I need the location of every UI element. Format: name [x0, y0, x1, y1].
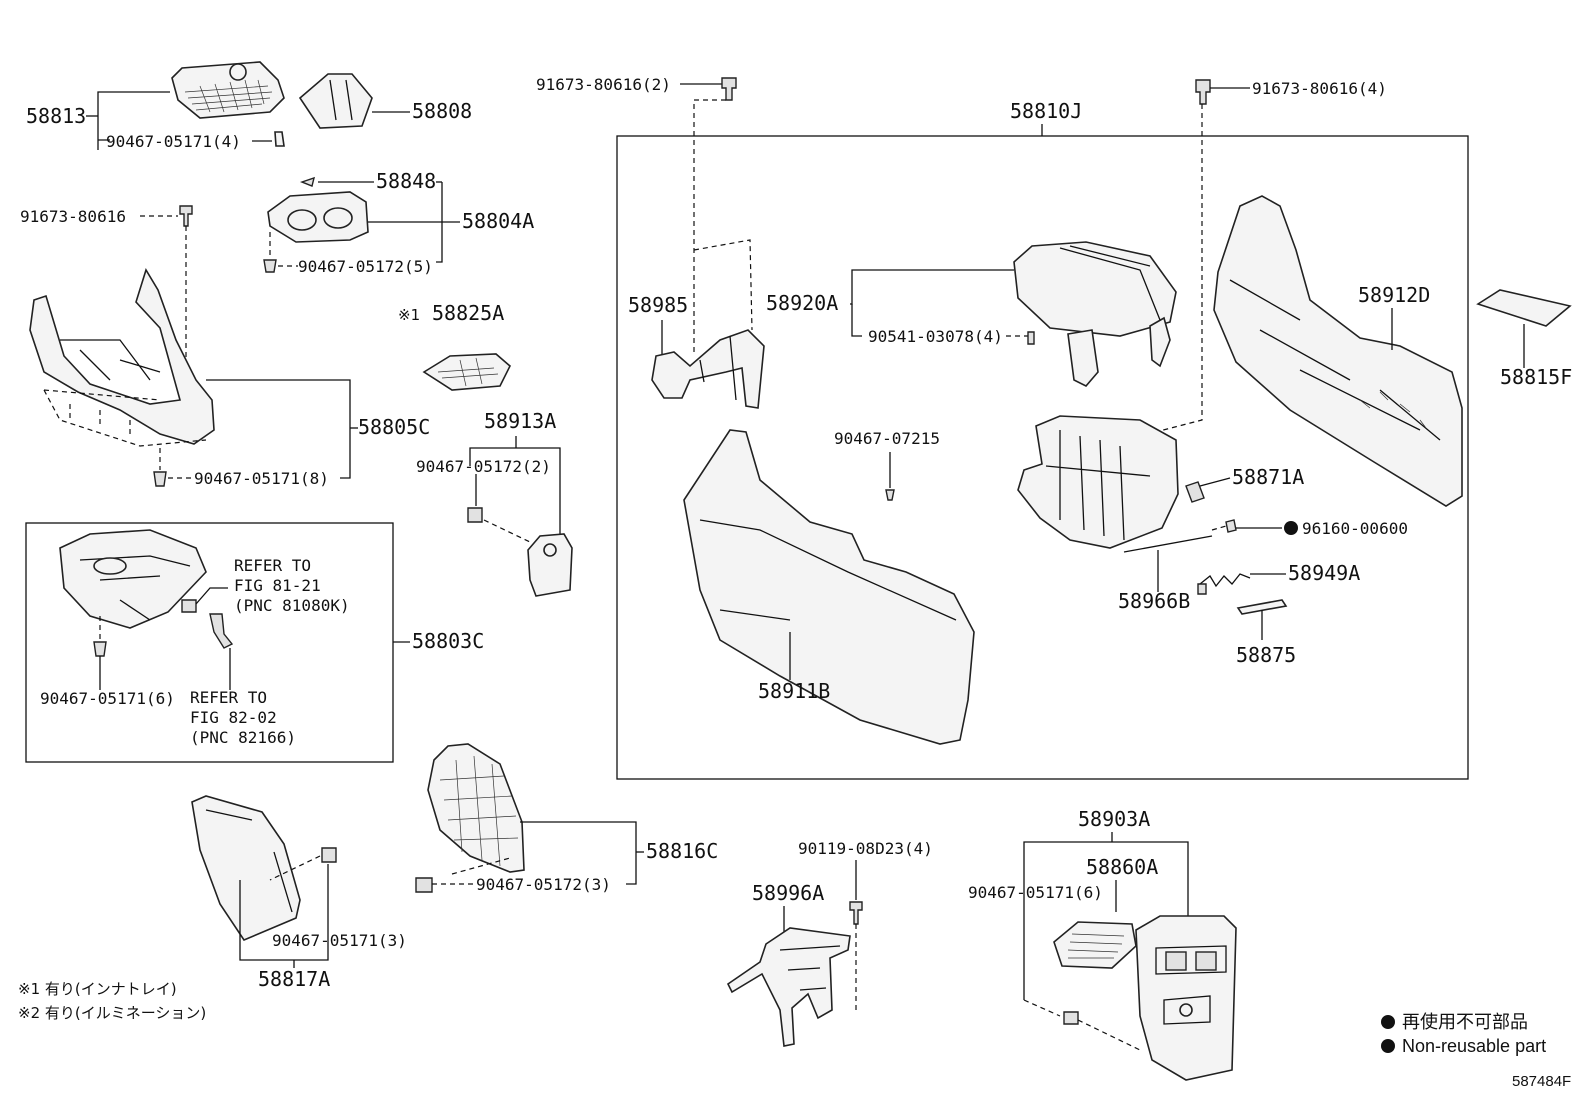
part-58815F-drawing	[1476, 289, 1572, 327]
fastener-label-91673-80616-4: 91673-80616(4)	[1252, 79, 1387, 98]
legend-marker-en	[1381, 1039, 1395, 1053]
refer-1-line-1: REFER TO	[234, 556, 311, 575]
part-label-58805C: 58805C	[358, 415, 430, 439]
part-label-58816C: 58816C	[646, 839, 718, 863]
part-label-58804A: 58804A	[462, 209, 534, 233]
part-58920A-drawing	[1013, 241, 1177, 387]
part-58911B-drawing	[683, 429, 975, 745]
part-58816C-drawing	[427, 743, 525, 873]
fastener-label-90467-05171-6-left: 90467-05171(6)	[40, 689, 175, 708]
diagram-code: 587484F	[1512, 1073, 1571, 1090]
fastener-label-90467-05171-4: 90467-05171(4)	[106, 132, 241, 151]
console-box-drawing	[1017, 415, 1179, 549]
non-reusable-marker	[1284, 521, 1298, 535]
legend-marker-jp	[1381, 1015, 1395, 1029]
part-58913A-drawing	[527, 533, 573, 597]
part-58817A-drawing	[191, 795, 301, 941]
part-label-58825A: 58825A	[432, 301, 504, 325]
part-label-58848: 58848	[376, 169, 436, 193]
part-58848-drawing	[299, 176, 315, 187]
part-label-58871A: 58871A	[1232, 465, 1304, 489]
fastener-label-90467-05171-6-right: 90467-05171(6)	[968, 883, 1103, 902]
fastener-label-90541-03078-4: 90541-03078(4)	[868, 327, 1003, 346]
part-label-58966B: 58966B	[1118, 589, 1190, 613]
part-58985-drawing	[651, 329, 765, 409]
refer-2-line-3: (PNC 82166)	[190, 728, 296, 747]
fastener-label-90119-08D23-4: 90119-08D23(4)	[798, 839, 933, 858]
fastener-label-91673-80616: 91673-80616	[20, 207, 126, 226]
part-label-58985: 58985	[628, 293, 688, 317]
part-58803C-drawing	[59, 529, 207, 629]
part-label-58808: 58808	[412, 99, 472, 123]
refer-2-line-2: FIG 82-02	[190, 708, 277, 727]
part-58875-drawing	[1236, 599, 1288, 615]
part-58996A-drawing	[726, 927, 851, 1047]
part-label-58911B: 58911B	[758, 679, 830, 703]
part-label-58860A: 58860A	[1086, 855, 1158, 879]
part-58808-drawing	[298, 73, 373, 129]
fastener-label-91673-80616-2: 91673-80616(2)	[536, 75, 671, 94]
part-58860A-drawing	[1053, 921, 1137, 969]
part-58966B-drawing	[1123, 535, 1213, 553]
part-58825A-drawing	[422, 353, 511, 391]
fastener-label-90467-05171-8: 90467-05171(8)	[194, 469, 329, 488]
part-58871A-drawing	[1185, 481, 1205, 503]
fastener-label-90467-05172-2: 90467-05172(2)	[416, 457, 551, 476]
part-label-58803C: 58803C	[412, 629, 484, 653]
part-58903A-drawing	[1135, 915, 1237, 1081]
part-label-58817A: 58817A	[258, 967, 330, 991]
refer-2-line-1: REFER TO	[190, 688, 267, 707]
part-58805C-drawing	[29, 268, 215, 445]
part-label-58996A: 58996A	[752, 881, 824, 905]
part-58825A-note-mark: ※1	[398, 306, 420, 324]
fastener-label-90467-07215: 90467-07215	[834, 429, 940, 448]
part-label-58810J: 58810J	[1010, 99, 1082, 123]
refer-1-line-2: FIG 81-21	[234, 576, 321, 595]
part-58912D-drawing	[1213, 195, 1463, 507]
part-label-58815F: 58815F	[1500, 365, 1572, 389]
part-label-58912D: 58912D	[1358, 283, 1430, 307]
part-label-58913A: 58913A	[484, 409, 556, 433]
fastener-label-96160-00600: 96160-00600	[1302, 519, 1408, 538]
part-58804A-drawing	[267, 191, 369, 243]
fastener-label-90467-05171-3: 90467-05171(3)	[272, 931, 407, 950]
refer-1-line-3: (PNC 81080K)	[234, 596, 350, 615]
legend-text-en: Non-reusable part	[1402, 1036, 1546, 1056]
part-58813-drawing	[171, 61, 285, 147]
part-label-58813: 58813	[26, 104, 86, 128]
note-2: ※2 有り(イルミネーション)	[18, 1004, 206, 1022]
note-1: ※1 有り(インナトレイ)	[18, 980, 177, 998]
part-label-58903A: 58903A	[1078, 807, 1150, 831]
part-label-58949A: 58949A	[1288, 561, 1360, 585]
part-58949A-drawing	[1197, 573, 1251, 595]
fastener-label-90467-05172-3: 90467-05172(3)	[476, 875, 611, 894]
part-label-58875: 58875	[1236, 643, 1296, 667]
fastener-label-90467-05172-5: 90467-05172(5)	[298, 257, 433, 276]
part-label-58920A: 58920A	[766, 291, 838, 315]
legend-text-jp: 再使用不可部品	[1402, 1012, 1528, 1032]
